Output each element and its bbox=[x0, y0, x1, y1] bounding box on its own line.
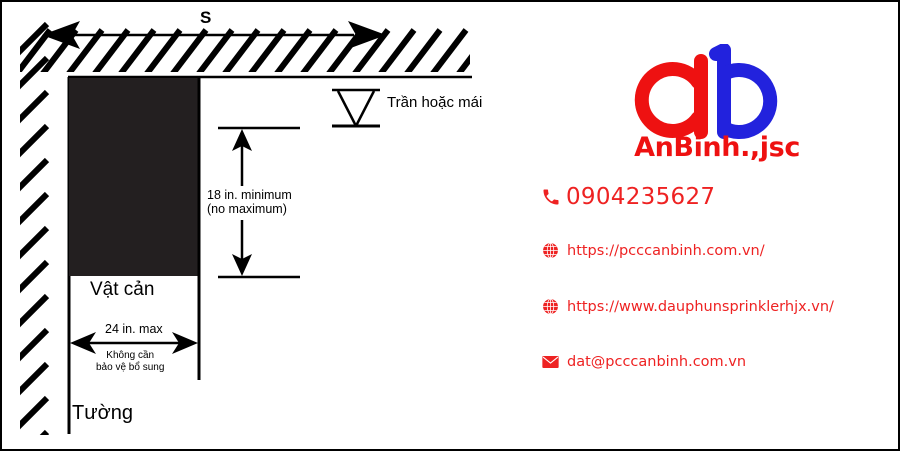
wall-hatching bbox=[20, 21, 50, 435]
sprinkler-symbol bbox=[332, 88, 380, 128]
logo-letter-b bbox=[709, 44, 778, 139]
ceiling-label: Trần hoặc mái bbox=[387, 94, 483, 111]
contact-website-row-2[interactable]: https://www.dauphunsprinklerhjx.vn/ bbox=[542, 298, 834, 315]
contact-website-row-1[interactable]: https://pcccanbinh.com.vn/ bbox=[542, 242, 765, 259]
obstruction-label: Vật cản bbox=[90, 279, 155, 300]
span-dimension-arrow bbox=[42, 21, 386, 49]
company-logo: AnBinh.,jsc bbox=[602, 44, 832, 174]
no-extra-protection-line1: Không cần bbox=[106, 350, 155, 361]
clearance-label: 18 in. minimum (no maximum) bbox=[207, 188, 292, 216]
email-address: dat@pcccanbinh.com.vn bbox=[567, 353, 747, 370]
website-url-2: https://www.dauphunsprinklerhjx.vn/ bbox=[567, 298, 834, 315]
clearance-label-line2: (no maximum) bbox=[207, 202, 287, 216]
phone-number: 0904235627 bbox=[566, 184, 716, 210]
obstruction-width-label: 24 in. max bbox=[105, 322, 163, 336]
span-label: S bbox=[200, 8, 212, 27]
contact-panel: AnBinh.,jsc 0904235627 bbox=[522, 2, 898, 449]
no-extra-protection-line2: bảo vệ bổ sung bbox=[96, 361, 165, 373]
contact-email-row[interactable]: dat@pcccanbinh.com.vn bbox=[542, 353, 746, 370]
ab-logo-mark bbox=[634, 44, 778, 139]
clearance-dimension bbox=[218, 126, 300, 279]
contact-phone-row[interactable]: 0904235627 bbox=[540, 184, 715, 210]
no-extra-protection-label: Không cần bảo vệ bổ sung bbox=[96, 350, 164, 374]
wall-label: Tường bbox=[72, 402, 133, 424]
logo-letter-a bbox=[634, 54, 708, 139]
phone-icon bbox=[540, 185, 562, 209]
logo-wordmark: AnBinh.,jsc bbox=[634, 132, 800, 163]
ceiling-hatching bbox=[20, 28, 470, 72]
envelope-icon bbox=[542, 353, 559, 370]
website-url-1: https://pcccanbinh.com.vn/ bbox=[567, 242, 765, 259]
obstruction-width-dimension bbox=[70, 332, 198, 354]
globe-icon bbox=[542, 242, 559, 259]
globe-icon bbox=[542, 298, 559, 315]
clearance-label-line1: 18 in. minimum bbox=[207, 188, 292, 202]
obstruction-block bbox=[69, 78, 199, 276]
